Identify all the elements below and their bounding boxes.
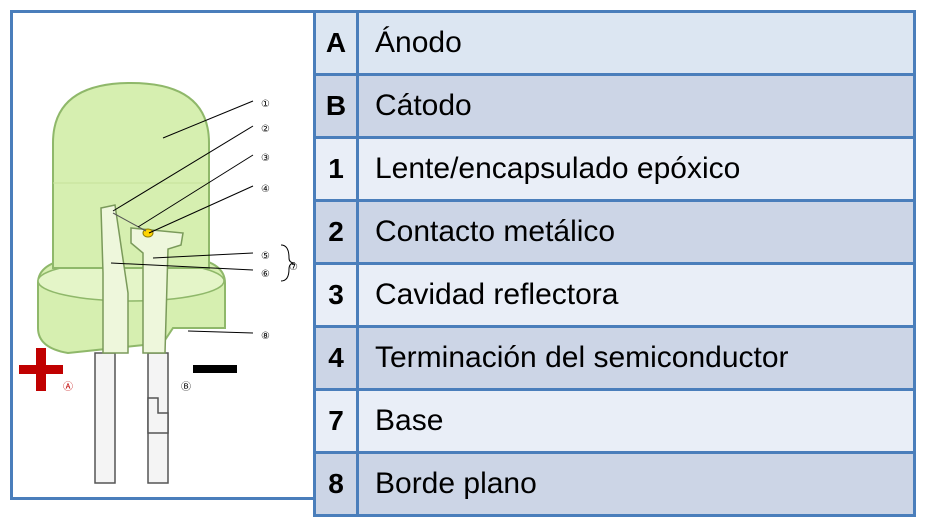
callout-5: ⑤	[261, 251, 270, 262]
minus-sign	[193, 365, 237, 373]
callout-1: ①	[261, 99, 270, 110]
cathode-post	[130, 227, 184, 354]
legend-desc: Ánodo	[356, 10, 916, 76]
bond-wire	[112, 212, 147, 232]
lead-legs	[94, 352, 169, 484]
legend-row: 8 Borde plano	[313, 451, 916, 517]
anode-post	[100, 204, 129, 354]
legend-desc: Cátodo	[356, 73, 916, 139]
legend-desc: Base	[356, 388, 916, 454]
legend-table: A Ánodo B Cátodo 1 Lente/encapsulado epó…	[313, 10, 916, 517]
legend-desc: Lente/encapsulado epóxico	[356, 136, 916, 202]
led-dome	[52, 81, 210, 269]
legend-key: 7	[313, 388, 359, 454]
legend-desc: Terminación del semiconductor	[356, 325, 916, 391]
legend-desc: Cavidad reflectora	[356, 262, 916, 328]
legend-row: B Cátodo	[313, 73, 916, 139]
legend: A Ánodo B Cátodo 1 Lente/encapsulado epó…	[313, 10, 916, 517]
leader-lines	[110, 100, 254, 334]
callout-4: ④	[261, 184, 270, 195]
callout-3: ③	[261, 153, 270, 164]
plus-sign	[19, 348, 63, 391]
legend-row: 7 Base	[313, 388, 916, 454]
legend-row: 3 Cavidad reflectora	[313, 262, 916, 328]
callout-8: ⑧	[261, 331, 270, 342]
legend-key: 2	[313, 199, 359, 265]
callout-2: ②	[261, 124, 270, 135]
legend-row: 1 Lente/encapsulado epóxico	[313, 136, 916, 202]
anode-lead	[94, 352, 116, 484]
legend-row: A Ánodo	[313, 10, 916, 76]
legend-key: 1	[313, 136, 359, 202]
legend-key: 8	[313, 451, 359, 517]
legend-desc: Contacto metálico	[356, 199, 916, 265]
legend-key: A	[313, 10, 359, 76]
legend-key: B	[313, 73, 359, 139]
cathode-lead-kink	[147, 397, 169, 434]
cathode-label: Ⓑ	[181, 381, 191, 393]
legend-key: 3	[313, 262, 359, 328]
callout-7: ⑦	[289, 262, 298, 273]
legend-row: 2 Contacto metálico	[313, 199, 916, 265]
legend-row: 4 Terminación del semiconductor	[313, 325, 916, 391]
led-diagram: ① ② ③ ④ ⑤ ⑥ ⑦ ⑧ Ⓐ Ⓑ	[19, 81, 298, 484]
anode-label: Ⓐ	[63, 381, 73, 393]
legend-desc: Borde plano	[356, 451, 916, 517]
callout-6: ⑥	[261, 269, 270, 280]
legend-key: 4	[313, 325, 359, 391]
group-brace	[280, 244, 296, 282]
